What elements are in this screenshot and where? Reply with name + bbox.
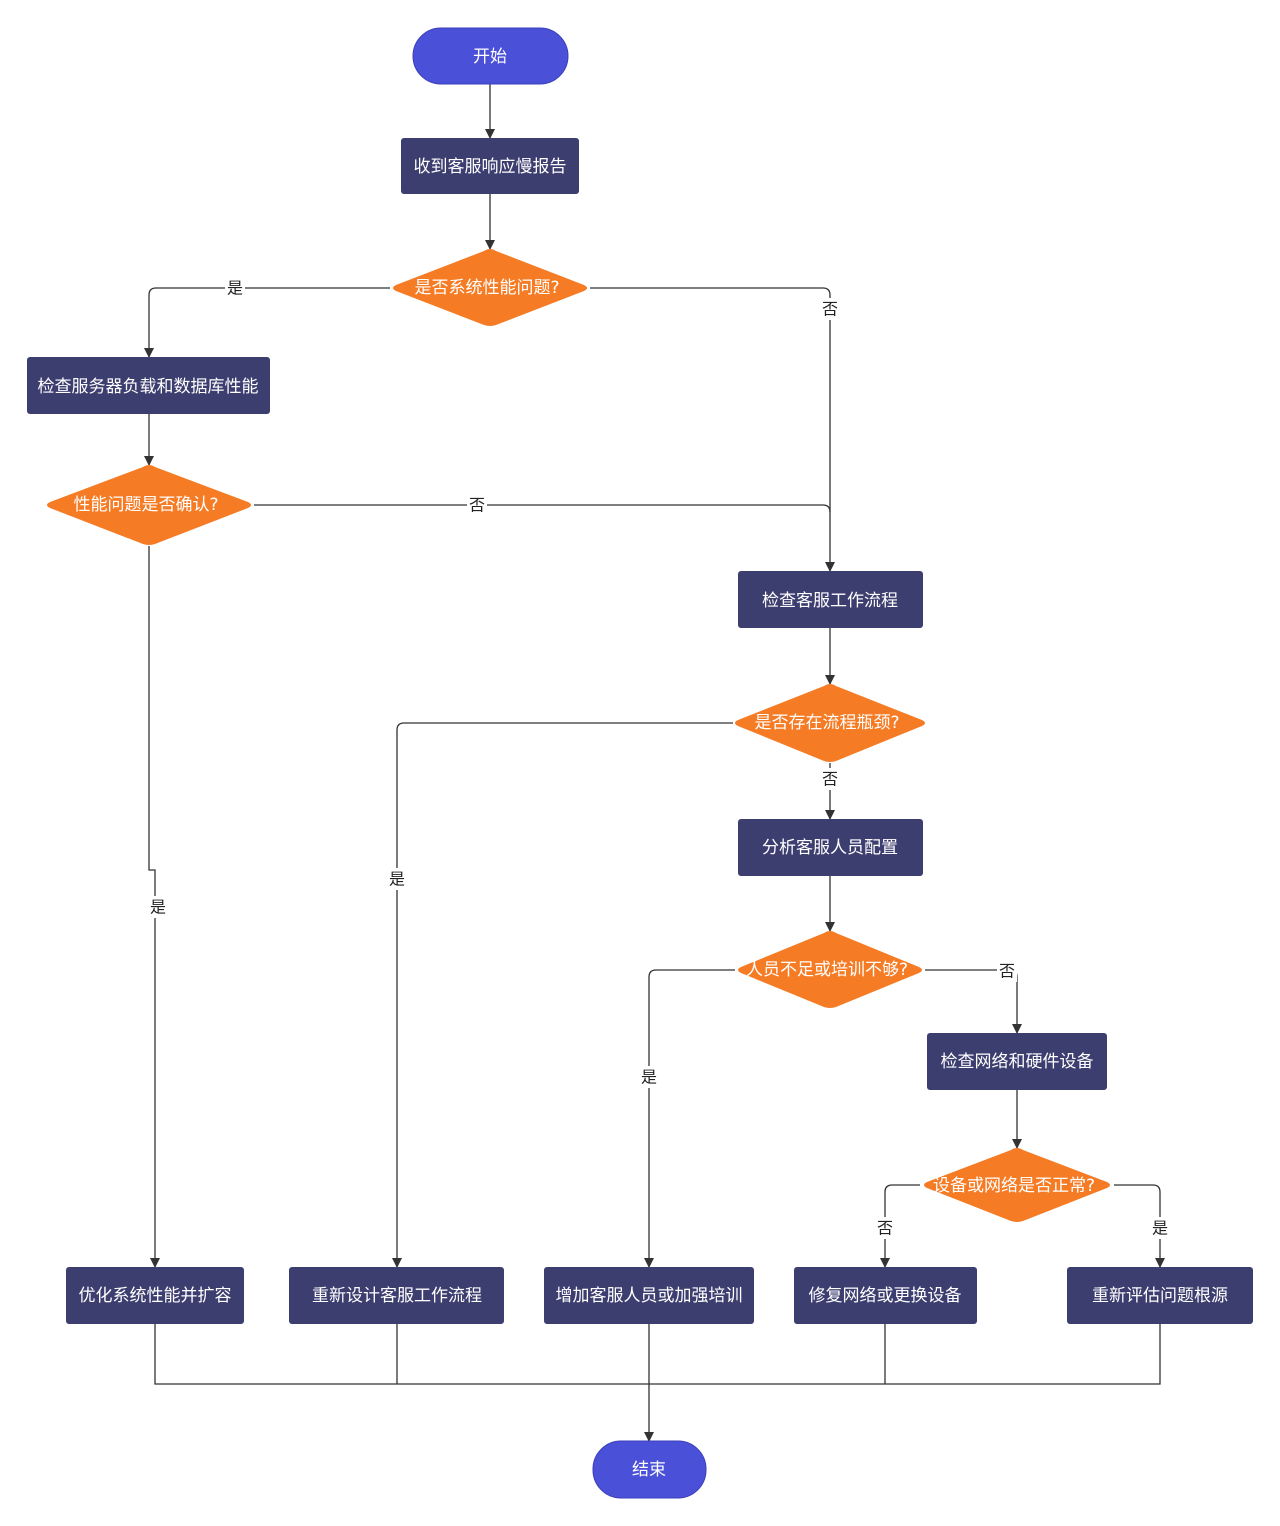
label-decision4-yes: 是 <box>639 1066 659 1088</box>
label-decision2-yes: 是 <box>148 896 168 918</box>
svg-text:是: 是 <box>641 1068 657 1087</box>
edge-decision4-yes <box>644 969 735 1268</box>
svg-text:检查网络和硬件设备: 检查网络和硬件设备 <box>941 1052 1094 1072</box>
svg-text:是否存在流程瓶颈?: 是否存在流程瓶颈? <box>754 713 899 733</box>
process-optimize-system: 优化系统性能并扩容 <box>66 1267 244 1324</box>
svg-text:人员不足或培训不够?: 人员不足或培训不够? <box>746 960 908 980</box>
svg-text:否: 否 <box>822 770 838 789</box>
svg-text:增加客服人员或加强培训: 增加客服人员或加强培训 <box>556 1286 743 1306</box>
svg-text:否: 否 <box>469 496 485 515</box>
svg-text:重新设计客服工作流程: 重新设计客服工作流程 <box>312 1286 482 1306</box>
edge-labels: 是 否 否 是 是 否 是 否 <box>148 278 1170 1239</box>
decision-is-system-issue: 是否系统性能问题? <box>393 249 587 326</box>
label-decision5-yes: 是 <box>1150 1217 1170 1239</box>
process-receive-report: 收到客服响应慢报告 <box>401 138 579 194</box>
svg-text:重新评估问题根源: 重新评估问题根源 <box>1092 1286 1228 1306</box>
label-decision3-no: 否 <box>820 768 840 790</box>
label-decision3-yes: 是 <box>387 868 407 890</box>
edge-merge-bus <box>154 1324 1161 1441</box>
svg-text:检查服务器负载和数据库性能: 检查服务器负载和数据库性能 <box>38 377 259 397</box>
decision-equipment-ok: 设备或网络是否正常? <box>924 1148 1110 1222</box>
svg-text:修复网络或更换设备: 修复网络或更换设备 <box>809 1286 962 1306</box>
edge-decision1-no <box>590 287 835 572</box>
process-check-workflow: 检查客服工作流程 <box>738 571 923 628</box>
svg-text:否: 否 <box>877 1219 893 1238</box>
nodes: 开始 收到客服响应慢报告 是否系统性能问题? 检查服务器负载和数据库性能 性能问… <box>27 27 1253 1499</box>
svg-text:分析客服人员配置: 分析客服人员配置 <box>762 838 898 858</box>
process-analyze-staffing: 分析客服人员配置 <box>738 819 923 876</box>
label-decision1-yes: 是 <box>225 278 245 298</box>
process-check-network: 检查网络和硬件设备 <box>927 1033 1107 1090</box>
edge-decision2-yes <box>148 546 160 1268</box>
edge-decision5-no <box>880 1184 920 1268</box>
end-terminal: 结束 <box>592 1440 707 1499</box>
edge-decision2-no <box>254 504 831 513</box>
svg-text:否: 否 <box>822 300 838 319</box>
svg-text:性能问题是否确认?: 性能问题是否确认? <box>73 495 218 515</box>
svg-text:是否系统性能问题?: 是否系统性能问题? <box>414 278 559 298</box>
svg-text:检查客服工作流程: 检查客服工作流程 <box>762 591 898 611</box>
svg-text:是: 是 <box>150 898 166 917</box>
start-terminal: 开始 <box>412 27 569 85</box>
label-decision5-no: 否 <box>875 1217 895 1239</box>
svg-text:优化系统性能并扩容: 优化系统性能并扩容 <box>79 1286 232 1306</box>
edge-decision3-yes <box>392 722 733 1268</box>
decision-perf-confirmed: 性能问题是否确认? <box>47 465 251 545</box>
svg-text:设备或网络是否正常?: 设备或网络是否正常? <box>933 1176 1095 1196</box>
svg-text:结束: 结束 <box>632 1460 666 1480</box>
decision-staff-shortage: 人员不足或培训不够? <box>738 931 922 1008</box>
edge-decision1-yes <box>144 287 390 358</box>
svg-text:否: 否 <box>999 962 1015 981</box>
label-decision2-no: 否 <box>467 495 487 515</box>
process-redesign-workflow: 重新设计客服工作流程 <box>289 1267 504 1324</box>
svg-text:是: 是 <box>1152 1219 1168 1238</box>
edges <box>144 84 1165 1441</box>
edge-decision5-yes <box>1114 1184 1165 1268</box>
label-decision1-no: 否 <box>820 298 840 320</box>
process-reassess-root: 重新评估问题根源 <box>1067 1267 1253 1324</box>
process-add-staff: 增加客服人员或加强培训 <box>544 1267 754 1324</box>
process-check-server: 检查服务器负载和数据库性能 <box>27 357 270 414</box>
label-decision4-no: 否 <box>997 960 1017 982</box>
svg-text:开始: 开始 <box>473 47 507 67</box>
decision-has-bottleneck: 是否存在流程瓶颈? <box>735 684 925 762</box>
process-repair-network: 修复网络或更换设备 <box>794 1267 977 1324</box>
svg-text:收到客服响应慢报告: 收到客服响应慢报告 <box>414 156 567 177</box>
svg-text:是: 是 <box>227 279 243 298</box>
svg-text:是: 是 <box>389 870 405 889</box>
